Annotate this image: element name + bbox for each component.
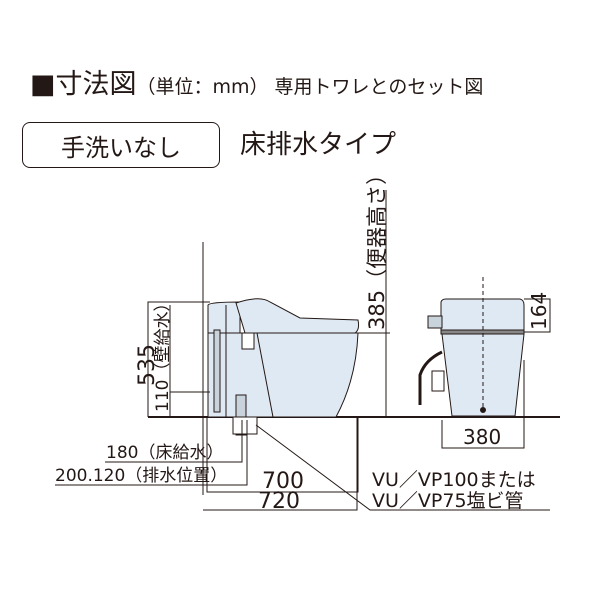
dim-535: 535: [135, 344, 160, 386]
title-text: ■寸法図: [30, 69, 137, 100]
pipe-note-line2: VU／VP75塩ビ管: [372, 490, 524, 512]
dim-380: 380: [463, 425, 501, 449]
pipe-note-line1: VU／VP100または: [372, 469, 536, 491]
page-title: ■寸法図（単位：mm）専用トワレとのセット図: [30, 62, 483, 101]
drain-type-label: 床排水タイプ: [240, 130, 397, 160]
unit-label: （単位：mm）: [136, 76, 269, 98]
dim-164: 164: [527, 292, 551, 330]
dim-110-wall-supply: 110（壁給水）: [153, 295, 173, 412]
dim-180-floor-supply: 180（床給水）: [106, 443, 223, 463]
dim-385-seat-height: 385（便器高さ）: [365, 164, 389, 330]
handwash-badge: 手洗いなし: [22, 122, 220, 168]
front-view-toilet: [380, 277, 560, 449]
dim-200-drain-position: 200.120（排水位置）: [55, 466, 227, 486]
dim-720: 720: [258, 489, 300, 514]
left-dimensions: [55, 190, 550, 511]
dim-700: 700: [262, 469, 304, 494]
subtitle: 専用トワレとのセット図: [274, 76, 484, 98]
